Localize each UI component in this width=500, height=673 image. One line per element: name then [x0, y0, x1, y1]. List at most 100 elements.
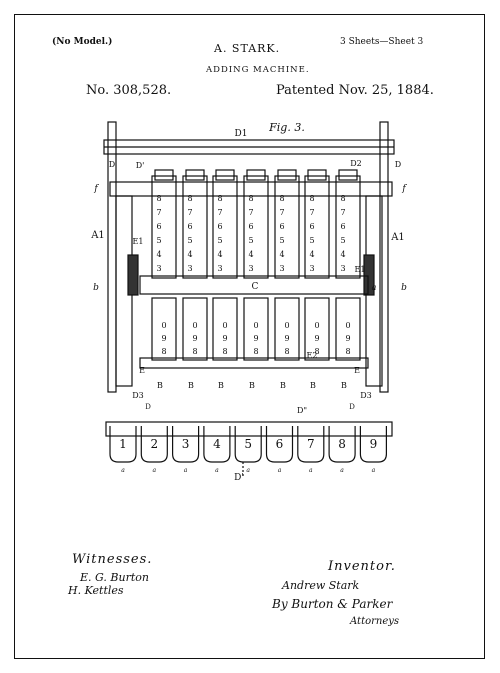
label-b-key: B [249, 381, 255, 390]
lower-wheel-digit: 9 [314, 334, 319, 343]
wheel-cap [215, 169, 235, 181]
label-b-left: b [93, 283, 99, 293]
wheel-cap [338, 169, 358, 181]
key-label: 2 [150, 437, 158, 451]
wheel-digit: 6 [279, 222, 284, 231]
lower-wheel [274, 297, 300, 361]
patent-date: Patented Nov. 25, 1884. [276, 83, 434, 98]
counter-wheel [212, 175, 238, 279]
label-e1-left: E1 [133, 237, 144, 246]
lower-wheel-digit: 8 [222, 347, 227, 356]
label-b-key: B [280, 381, 286, 390]
number-key [265, 426, 294, 463]
right-post [379, 121, 389, 393]
figure-title: Fig. 3. [268, 121, 305, 134]
witness-signature-1: E. G. Burton [80, 571, 149, 584]
wheel-digit: 4 [156, 250, 161, 259]
wheel-digit: 8 [248, 194, 253, 203]
second-rod [109, 181, 393, 197]
wheel-cap [277, 169, 297, 181]
model-note: (No Model.) [52, 37, 113, 47]
lower-wheel-digit: 0 [161, 321, 166, 330]
counter-wheel [335, 175, 361, 279]
key-label: 7 [307, 437, 315, 451]
wheel-digit: 4 [217, 250, 222, 259]
key-label: 3 [182, 437, 190, 451]
lower-wheel-digit: 0 [345, 321, 350, 330]
label-d-lower-left: D [145, 403, 151, 411]
witnesses-label: Witnesses. [72, 552, 153, 567]
key-label: 9 [370, 437, 378, 451]
wheel-digit: 7 [156, 208, 161, 217]
key-label: 4 [213, 437, 221, 451]
label-d1: D1 [235, 129, 248, 139]
label-d-left: D [109, 160, 115, 169]
wheel-digit: 5 [279, 236, 284, 245]
wheel-digit: 8 [340, 194, 345, 203]
lower-wheel-digit: 8 [161, 347, 166, 356]
lower-wheel-digit: 9 [161, 334, 166, 343]
wheel-cap [307, 169, 327, 181]
key-lower-label: a [372, 467, 376, 474]
lower-wheel-digit: 0 [253, 321, 258, 330]
patent-number: No. 308,528. [86, 83, 172, 98]
lower-wheel-digit: 8 [284, 347, 289, 356]
lower-wheel-digit: 9 [284, 334, 289, 343]
label-b-key: B [188, 381, 194, 390]
attorney-by-line: By Burton & Parker [272, 597, 393, 611]
lower-wheel-digit: 0 [222, 321, 227, 330]
lower-wheel [182, 297, 208, 361]
lower-wheel-digit: 8 [314, 347, 319, 356]
label-e-left: E [139, 366, 145, 375]
key-lower-label: a [278, 467, 282, 474]
wheel-digit: 5 [187, 236, 192, 245]
label-d-prime-bottom: D' [234, 473, 244, 483]
label-d-right: D [395, 160, 401, 169]
label-d3-right: D3 [360, 391, 372, 400]
key-lower-label: a [121, 467, 125, 474]
number-key [109, 426, 137, 463]
key-bar [105, 421, 393, 437]
lower-wheel-digit: 8 [192, 347, 197, 356]
wheel-digit: 5 [217, 236, 222, 245]
witness-signature-2: H. Kettles [68, 584, 124, 597]
wheel-digit: 5 [156, 236, 161, 245]
counter-wheel [243, 175, 269, 279]
label-b-key: B [157, 381, 163, 390]
number-key [203, 426, 231, 463]
left-gear [127, 254, 139, 296]
wheel-digit: 6 [309, 222, 314, 231]
wheel-digit: 8 [309, 194, 314, 203]
drawing-border [14, 14, 485, 659]
wheel-digit: 3 [187, 264, 192, 273]
counter-wheel [182, 175, 208, 279]
lower-wheel-digit: 9 [253, 334, 258, 343]
wheel-digit: 6 [340, 222, 345, 231]
key-lower-label: a [184, 467, 188, 474]
label-d-double: D" [297, 406, 307, 415]
wheel-digit: 8 [217, 194, 222, 203]
wheel-digit: 5 [309, 236, 314, 245]
wheel-digit: 7 [279, 208, 284, 217]
key-lower-label: a [153, 467, 157, 474]
wheel-digit: 5 [248, 236, 253, 245]
lower-wheel [243, 297, 269, 361]
key-lower-label: a [215, 467, 219, 474]
bar-c [139, 275, 369, 295]
wheel-digit: 6 [248, 222, 253, 231]
lower-bar [139, 357, 369, 369]
key-lower-label: a [340, 467, 344, 474]
lower-wheel [335, 297, 361, 361]
label-e1-right: E1 [355, 265, 366, 274]
lower-wheel [212, 297, 238, 361]
wheel-cap [185, 169, 205, 181]
inventor-label: Inventor. [328, 559, 396, 574]
key-label: 5 [244, 437, 252, 451]
wheel-digit: 7 [309, 208, 314, 217]
label-b-key: B [218, 381, 224, 390]
wheel-digit: 6 [156, 222, 161, 231]
wheel-digit: 3 [156, 264, 161, 273]
label-f-right: f [401, 184, 407, 194]
inventor-name: A. STARK. [214, 42, 281, 55]
